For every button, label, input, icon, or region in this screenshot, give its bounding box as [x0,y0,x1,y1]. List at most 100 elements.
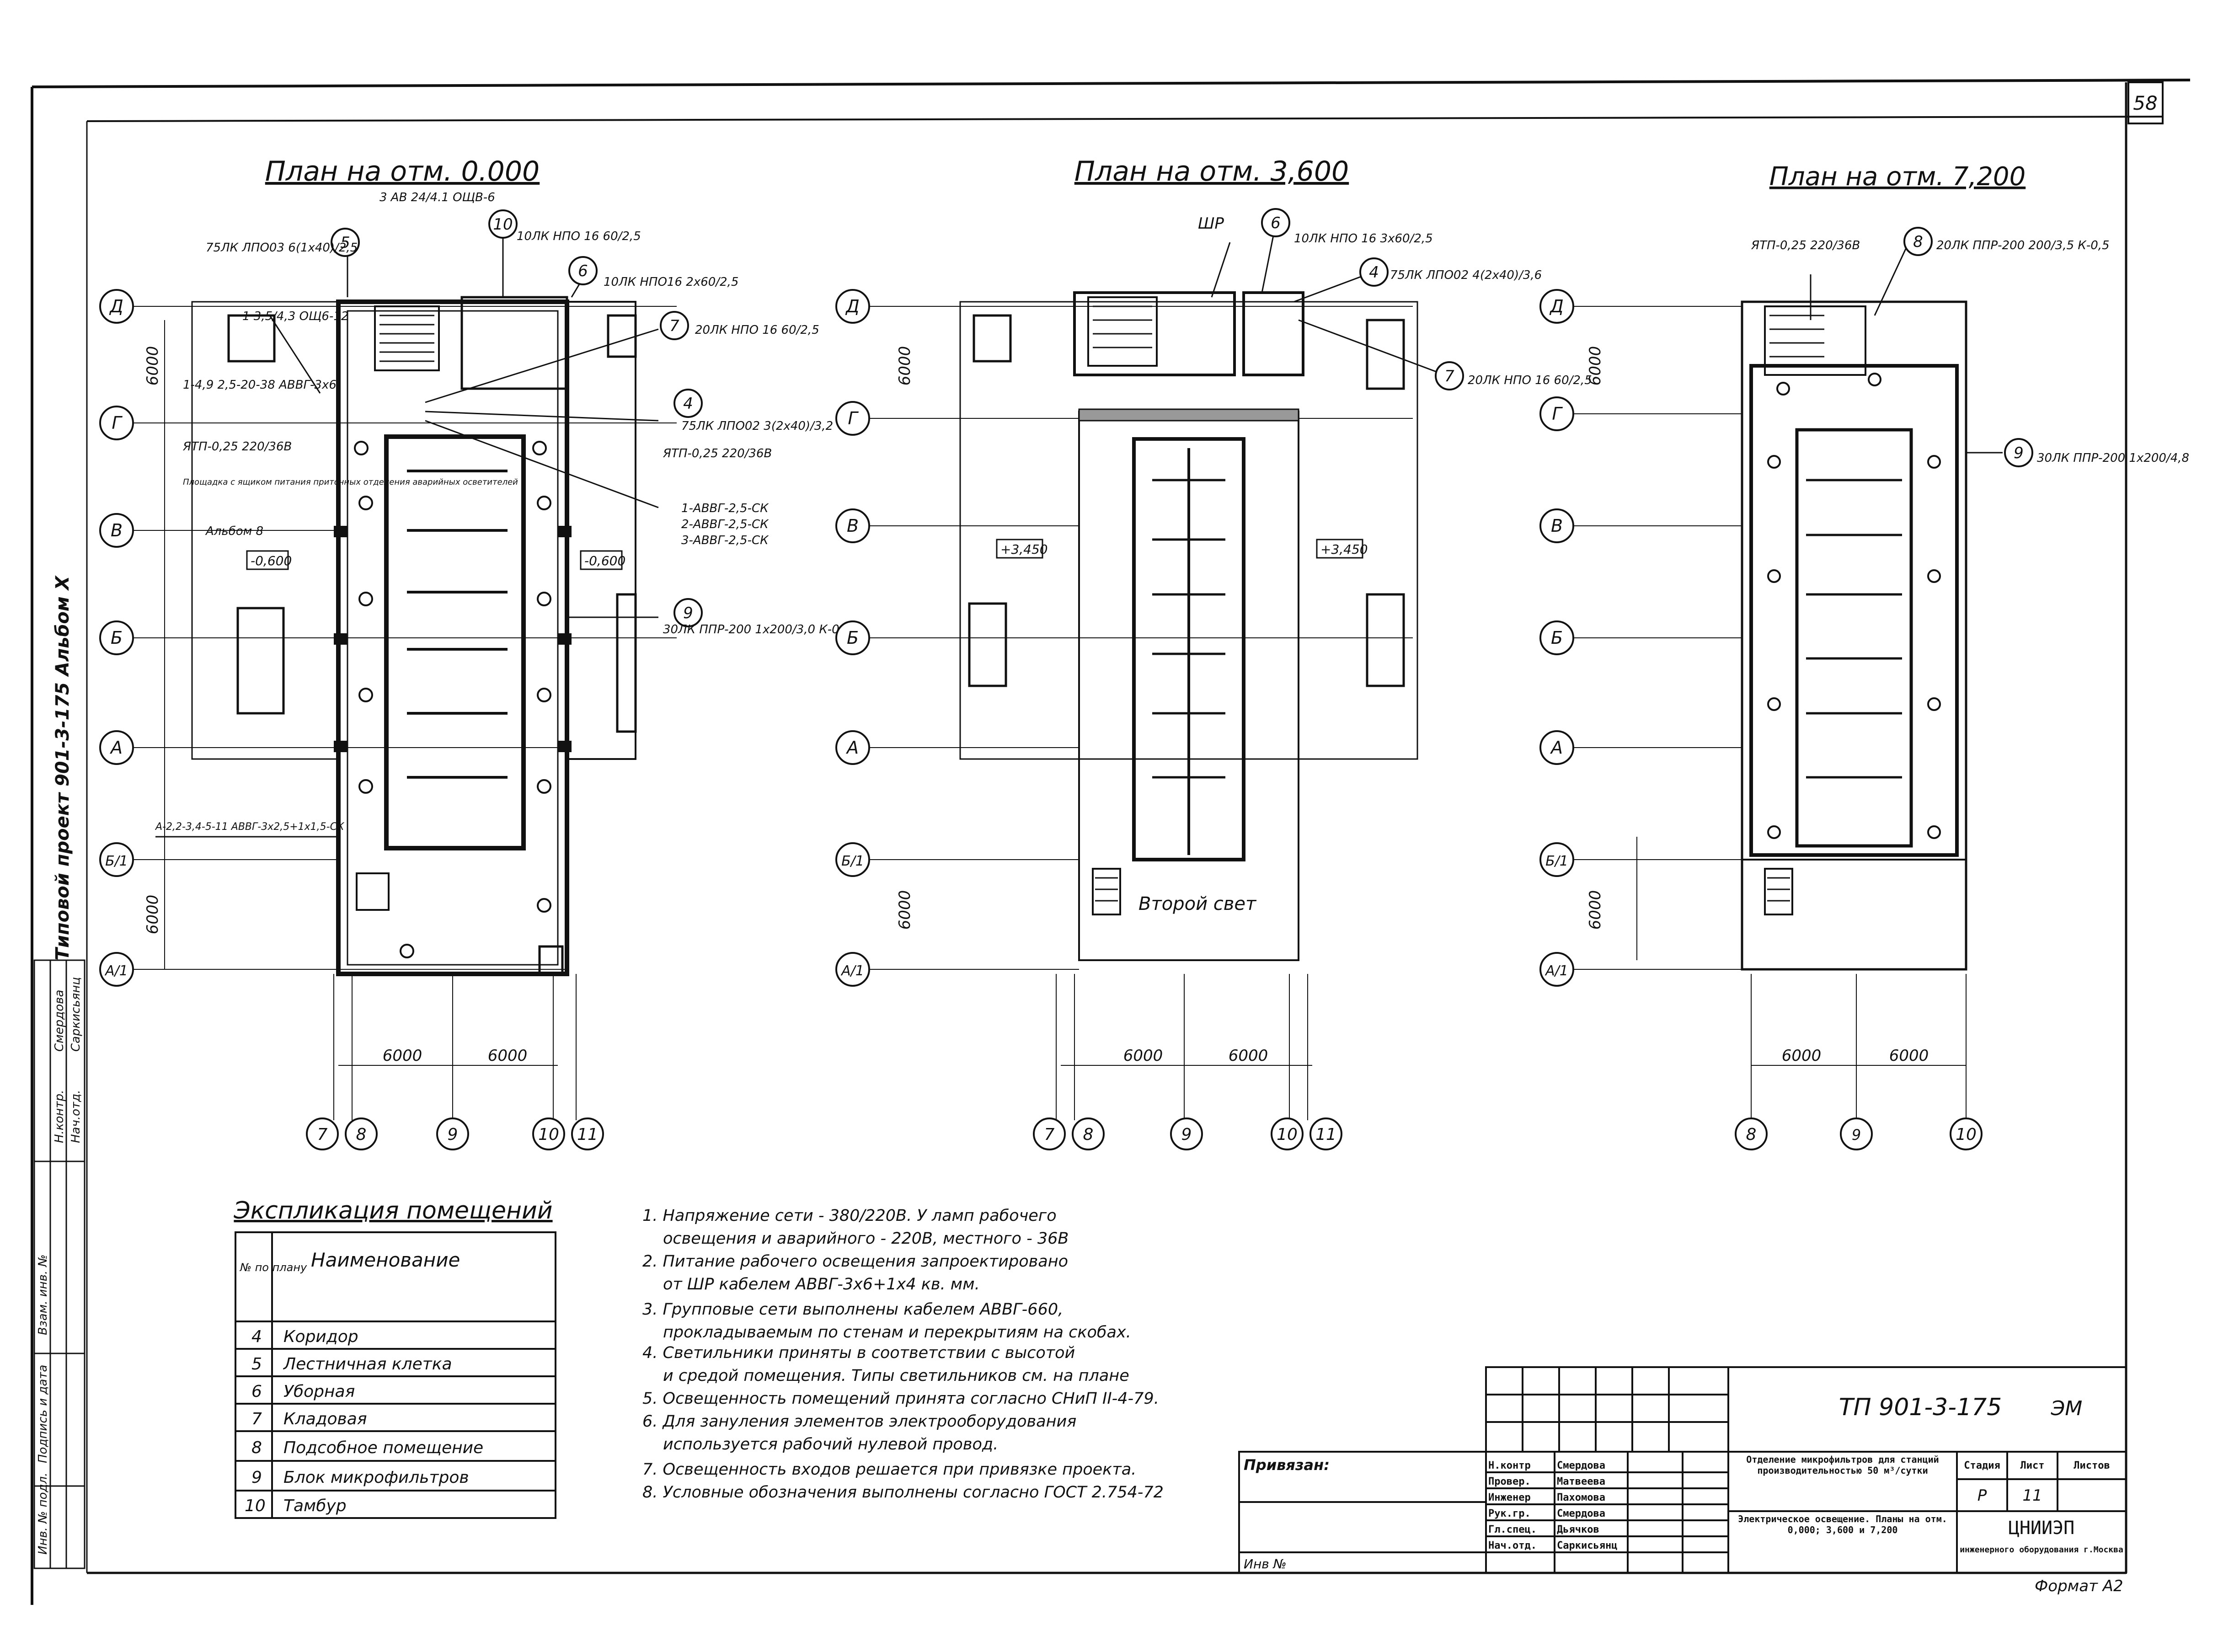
side-stamp-label-1: Инв. № подл. [36,1473,50,1555]
explication-table: Экспликация помещений № по плану Наимено… [233,1197,556,1519]
annotation: 1 3,5/4,3 ОЩ6-12 [242,310,348,323]
staff-role: Провер. [1488,1476,1531,1487]
axis-label: Г [1552,404,1563,424]
staff-name: Дьячков [1557,1524,1599,1535]
dimension: 6000 [1889,1047,1929,1065]
annotation: 30ЛК ППР-200 1х200/4,8 [2037,451,2189,465]
staff-role: Гл.спец. [1488,1524,1537,1535]
plan-title-3600: План на отм. 3,600 [1074,155,1349,187]
annotation: 10ЛК НПО 16 60/2,5 [517,230,641,243]
axis-label: Д [845,296,860,316]
svg-text:8: 8 [1913,233,1923,251]
axis-label: Б [1551,628,1563,648]
project-code: ТП 901-3-175 [1839,1394,2002,1421]
annotation: 20ЛК НПО 16 60/2,5 [695,323,819,337]
svg-text:4: 4 [1369,263,1379,282]
side-stamp [33,959,86,1569]
annotation: 10ЛК НПО16 2х60/2,5 [604,275,738,289]
svg-text:9: 9 [683,604,693,622]
annotation: 20ЛК ППР-200 200/3,5 К-0,5 [1936,239,2110,252]
axis-label: Д [1549,296,1564,316]
stage-value: Р [1977,1486,1987,1505]
note-line: 4. Светильники приняты в соответствии с … [642,1344,1075,1362]
explication-row-name: Блок микрофильтров [283,1468,469,1487]
dimension: 6000 [1782,1047,1822,1065]
note-line: 3. Групповые сети выполнены кабелем АВВГ… [642,1300,1063,1319]
annotation: 3-АВВГ-2,5-СК [681,534,769,547]
inv-label: Инв № [1244,1556,1287,1572]
note-line: от ШР кабелем АВВГ-3х6+1х4 кв. мм. [663,1275,980,1294]
staff-name: Смердова [1557,1508,1605,1519]
dimension: 6000 [144,346,162,386]
note-line: 8. Условные обозначения выполнены соглас… [642,1483,1164,1502]
axis-label: 9 [1852,1126,1861,1144]
staff-name: Матвеева [1557,1476,1605,1487]
staff-role: Инженер [1488,1492,1531,1503]
note-line: и средой помещения. Типы светильников см… [663,1367,1129,1385]
note-line: используется рабочий нулевой провод. [663,1435,998,1454]
annotation: ЯТП-0,25 220/36В [182,440,292,454]
annotation: 1-АВВГ-2,5-СК [681,502,769,515]
sheet-value: 11 [2022,1486,2042,1505]
annotation: 30ЛК ППР-200 1х200/3,0 К-0,5 [663,623,851,636]
axis-label: 10 [1277,1125,1298,1144]
axis-label: Б/1 [105,853,128,869]
dimension: 6000 [1229,1047,1268,1065]
general-notes: 1. Напряжение сети - 380/220В. У ламп ра… [642,1207,1164,1502]
svg-text:6: 6 [1271,214,1281,232]
object-name: Отделение микрофильтров для станций прои… [1746,1454,1939,1476]
dimension: 6000 [1586,346,1604,386]
axis-label: 11 [1315,1125,1336,1144]
level-mark: -0,600 [584,553,625,568]
side-stamp-label-3: Взам. инв. № [36,1254,50,1335]
axis-label: В [847,516,859,536]
staff-name: Смердова [1557,1460,1605,1471]
svg-text:7: 7 [1444,367,1454,385]
axis-label: А [845,738,859,758]
axis-label: Б/1 [841,853,864,869]
staff-role: Рук.гр. [1488,1508,1531,1519]
note-line: 2. Питание рабочего освещения запроектир… [642,1252,1068,1271]
sheet-label: Лист [2020,1460,2045,1471]
annotation: 3 АВ 24/4.1 ОЩВ-6 [379,191,495,204]
format-label: Формат А2 [2035,1577,2123,1595]
note-line: 1. Напряжение сети - 380/220В. У ламп ра… [642,1207,1057,1225]
axis-label: 8 [356,1125,367,1144]
axis-label: Г [112,413,123,433]
axis-label: 9 [448,1125,458,1144]
annotation: 1-4,9 2,5-20-38 АВВГ-3х6 [183,378,337,392]
axis-label: 9 [1181,1125,1192,1144]
svg-text:7: 7 [669,317,679,335]
axis-label: А/1 [840,963,864,979]
side-stamp-name-1: Смердова [53,990,66,1052]
annotation: Альбом 8 [205,524,263,538]
annotation: 10ЛК НПО 16 3х60/2,5 [1294,232,1433,246]
plan-title-7200: План на отм. 7,200 [1769,162,2026,192]
privyazan-label: Привязан: [1244,1456,1330,1474]
axis-label: А/1 [1545,963,1568,979]
note-line: освещения и аварийного - 220В, местного … [663,1230,1069,1248]
side-stamp-label-4: Н.контр. [53,1090,66,1143]
side-stamp-label-5: Нач.отд. [69,1090,83,1143]
explication-row-name: Подсобное помещение [283,1438,483,1457]
stage-label: Стадия [1964,1460,2000,1471]
explication-header-name: Наименование [311,1249,460,1271]
note-line: 7. Освещенность входов решается при прив… [642,1460,1136,1479]
axis-label: 11 [577,1125,598,1144]
explication-title: Экспликация помещений [233,1197,552,1224]
annotation: 75ЛК ЛПО03 6(1х40)/2,5 [206,241,358,255]
annotation: 2-АВВГ-2,5-СК [681,518,769,531]
explication-row-name: Уборная [283,1382,355,1401]
axis-label: 10 [1956,1125,1977,1144]
explication-row-no: 10 [245,1497,266,1515]
axis-label: 7 [317,1125,328,1144]
staff-name: Саркисьянц [1557,1540,1617,1551]
annotation: ЯТП-0,25 220/36В [663,447,772,460]
dimension: 6000 [383,1047,422,1065]
explication-row-name: Кладовая [283,1410,367,1428]
dimension: 6000 [488,1047,528,1065]
plan-7200: План на отм. 7,200 [1539,162,2189,1150]
explication-row-name: Тамбур [283,1497,347,1515]
staff-name: Пахомова [1557,1492,1605,1503]
